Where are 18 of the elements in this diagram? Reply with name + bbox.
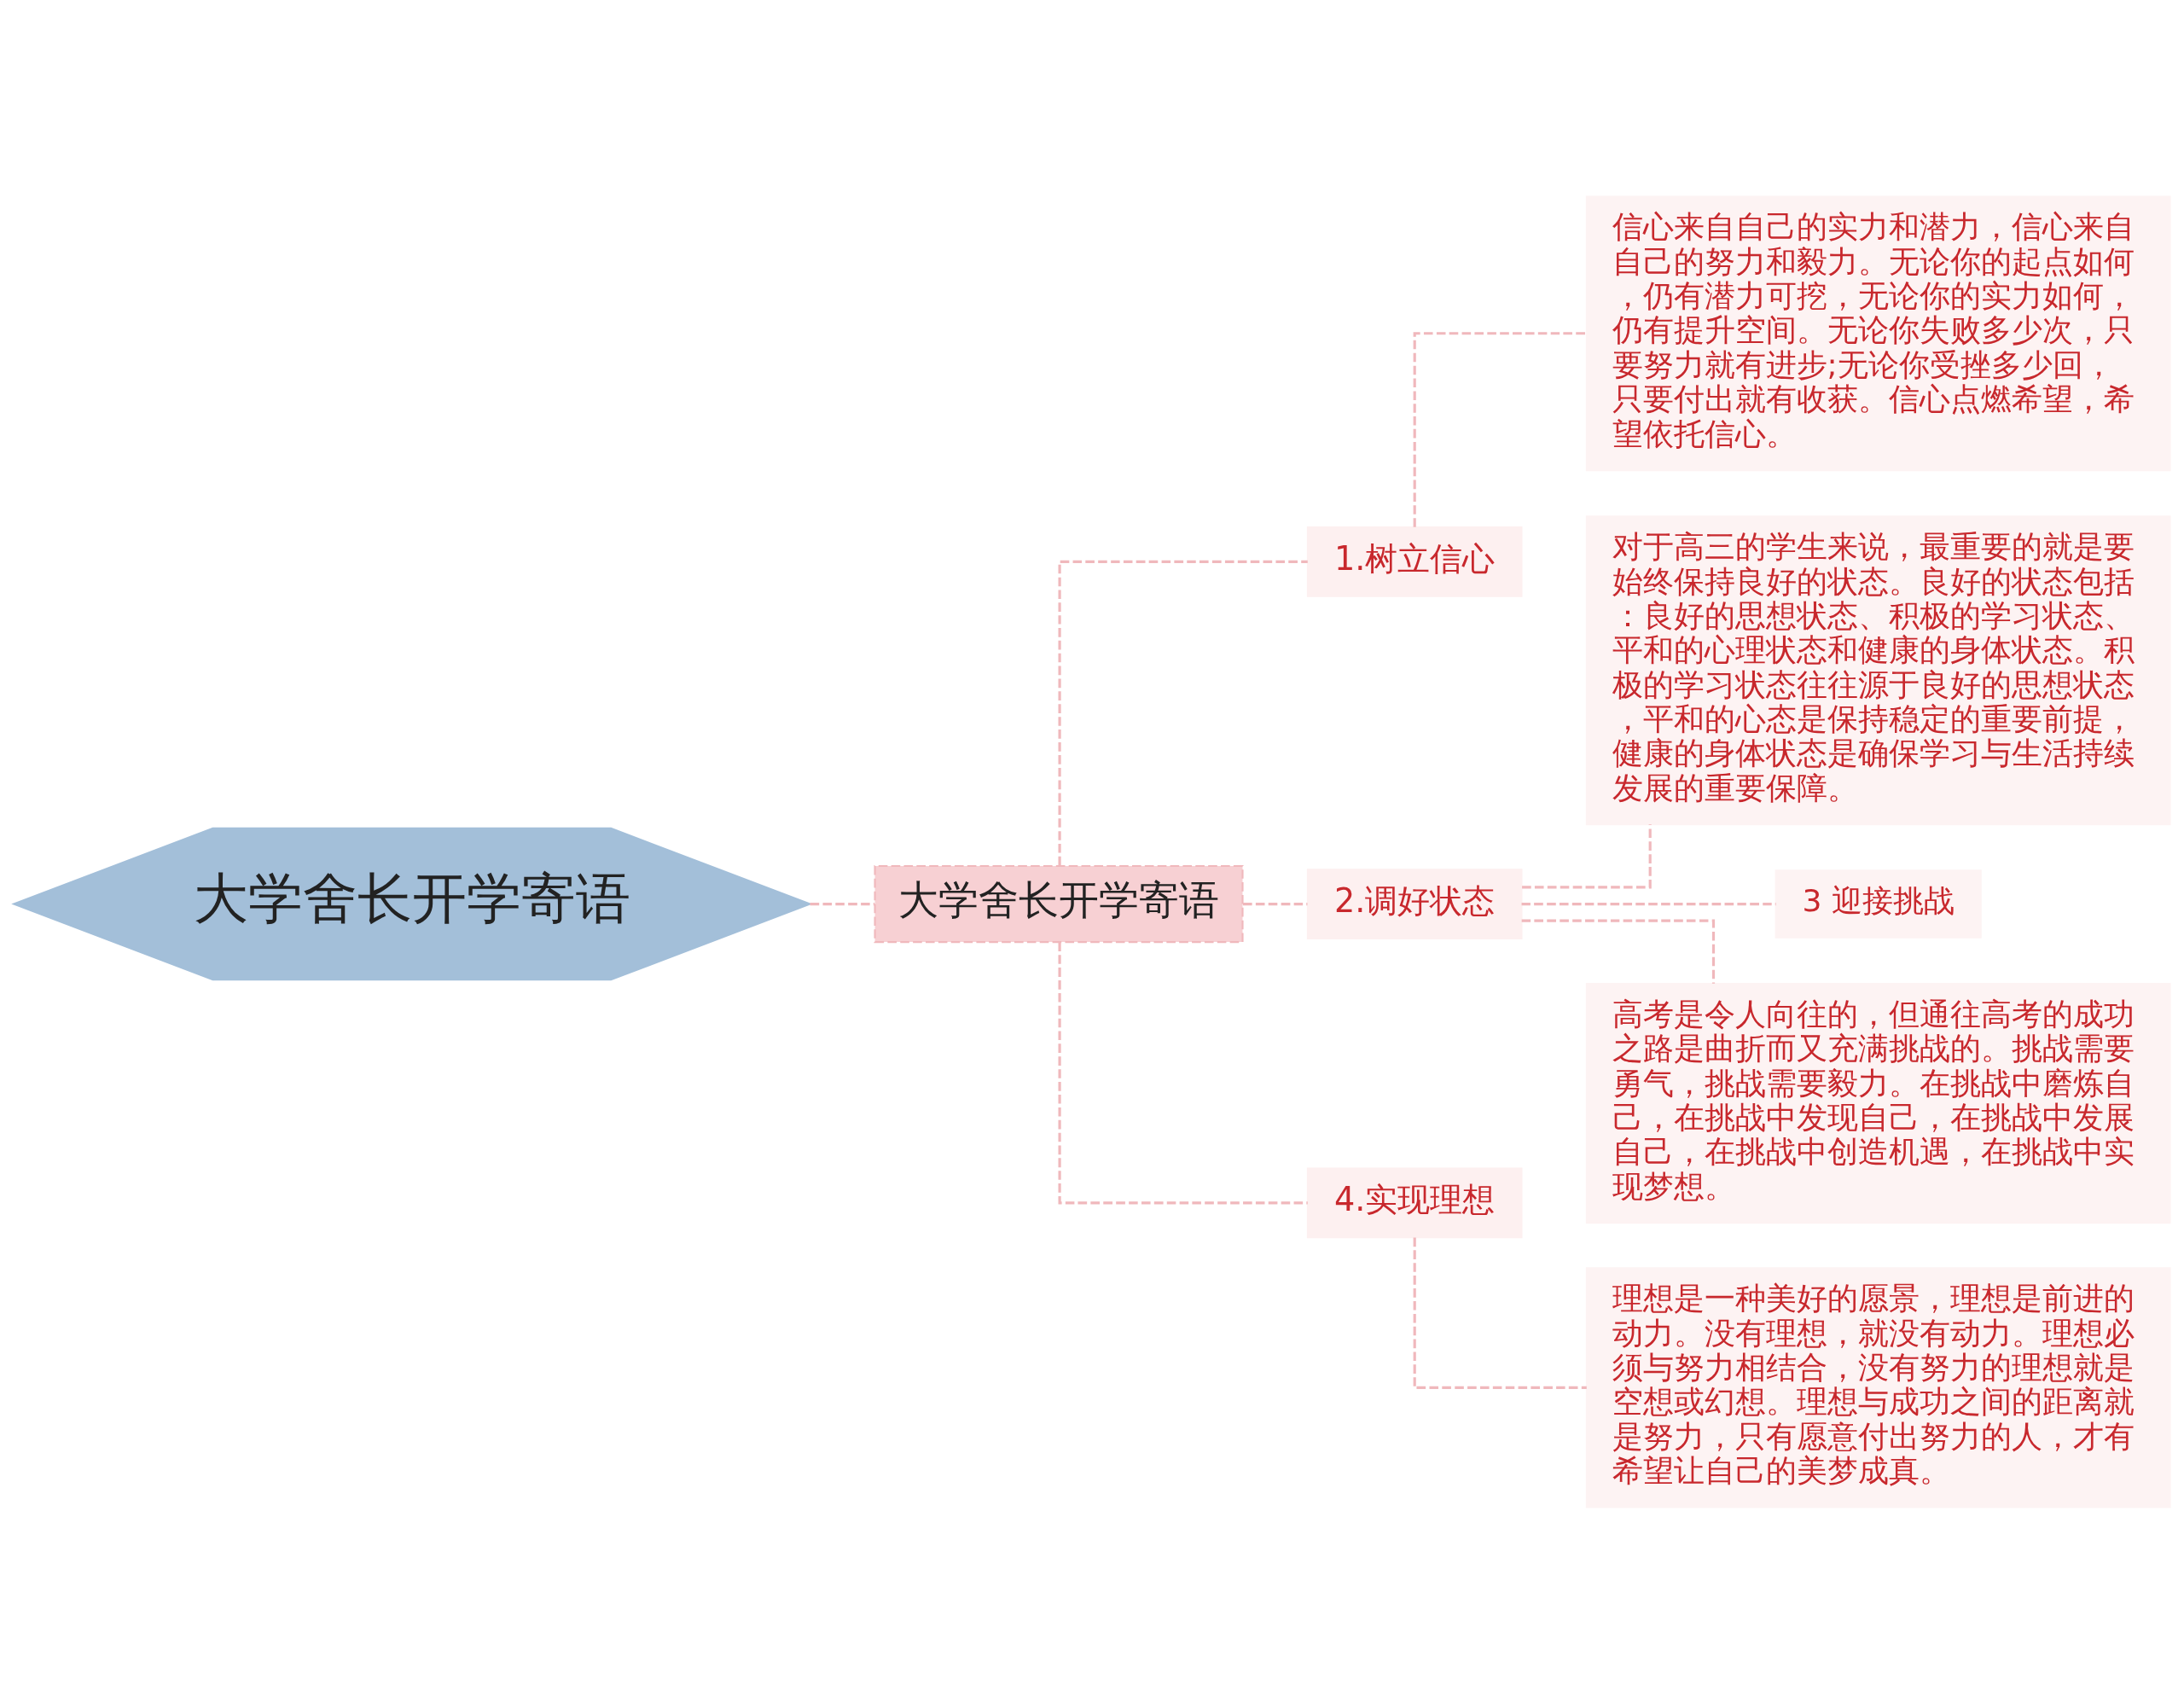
node-box: 信心来自自己的实力和潜力，信心来自自己的努力和毅力。无论你的起点如何，仍有潜力可挖，无论你的实力如何，仍有提升空间。无论你失败多少次，只要努力就有进步;无论你受挫多少回，只要付出就有收获。信心点燃希望，希望依托信心。 [1585,195,2171,471]
node-box: 大学舍长开学寄语 [874,864,1244,943]
connector [1058,560,1308,865]
connector [1058,942,1308,1204]
node-box: 高考是令人向往的，但通往高考的成功之路是曲折而又充满挑战的。挑战需要勇气，挑战需要毅力。在挑战中磨炼自己，在挑战中发现自己，在挑战中发展自己，在挑战中创造机遇，在挑战中实现梦想。 [1585,982,2171,1223]
connector [1521,919,1716,984]
node-box: 3 迎接挑战 [1774,869,1982,939]
connector [1521,902,1776,905]
connector [810,902,875,905]
connector [1522,823,1652,888]
connector [1242,902,1308,905]
connector [1413,331,1587,527]
connector [1413,1237,1587,1389]
node-box: 1.树立信心 [1306,526,1523,597]
node-box: 理想是一种美好的愿景，理想是前进的动力。没有理想，就没有动力。理想必须与努力相结合，没有努力的理想就是空想或幻想。理想与成功之间的距离就是努力，只有愿意付出努力的人，才有希望让自己的美梦成真。 [1585,1266,2171,1508]
node-box: 对于高三的学生来说，最重要的就是要始终保持良好的状态。良好的状态包括：良好的思想状态、积极的学习状态、平和的心理状态和健康的身体状态。积极的学习状态往往源于良好的思想状态，平和的心态是保持稳定的重要前提，健康的身体状态是确保学习与生活持续发展的重要保障。 [1585,514,2171,825]
node-box: 2.调好状态 [1306,868,1523,939]
node-box: 4.实现理想 [1306,1166,1523,1238]
